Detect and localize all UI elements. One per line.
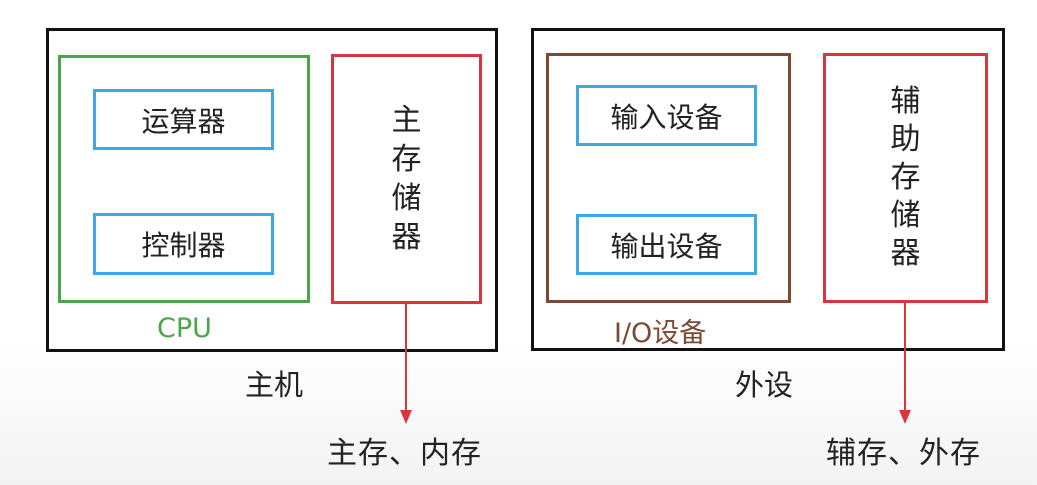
peripherals-box <box>531 28 1005 351</box>
main-memory-char: 主 <box>391 103 422 138</box>
cpu-label: CPU <box>157 313 212 344</box>
io-devices-box <box>546 53 791 303</box>
aux-memory-char: 辅 <box>890 84 921 119</box>
aux-memory-char: 器 <box>890 236 921 271</box>
peripherals-label: 外设 <box>735 368 794 402</box>
main-memory-char: 储 <box>391 181 422 216</box>
aux-memory-char: 助 <box>890 122 921 157</box>
main-memory-box: 主 存 储 器 <box>331 54 482 304</box>
aux-memory-char: 存 <box>890 160 921 195</box>
alu-box: 运算器 <box>93 89 274 150</box>
control-unit-label: 控制器 <box>141 229 226 262</box>
output-device-label: 输出设备 <box>610 229 723 263</box>
input-device-box: 输入设备 <box>576 85 757 146</box>
aux-memory-box: 辅 助 存 储 器 <box>823 53 988 303</box>
aux-memory-arrow <box>899 303 911 424</box>
main-memory-char: 存 <box>391 142 422 177</box>
aux-memory-alias: 辅存、外存 <box>826 436 981 471</box>
aux-memory-char: 储 <box>890 198 921 233</box>
control-unit-box: 控制器 <box>93 213 274 275</box>
cpu-box <box>58 55 310 303</box>
input-device-label: 输入设备 <box>610 100 723 134</box>
host-box <box>46 28 498 352</box>
output-device-box: 输出设备 <box>576 214 757 275</box>
alu-label: 运算器 <box>141 104 226 138</box>
host-label: 主机 <box>245 368 304 402</box>
io-devices-label: I/O设备 <box>614 318 707 349</box>
main-memory-arrow <box>400 304 412 424</box>
main-memory-char: 器 <box>391 220 422 255</box>
main-memory-alias: 主存、内存 <box>327 436 482 471</box>
